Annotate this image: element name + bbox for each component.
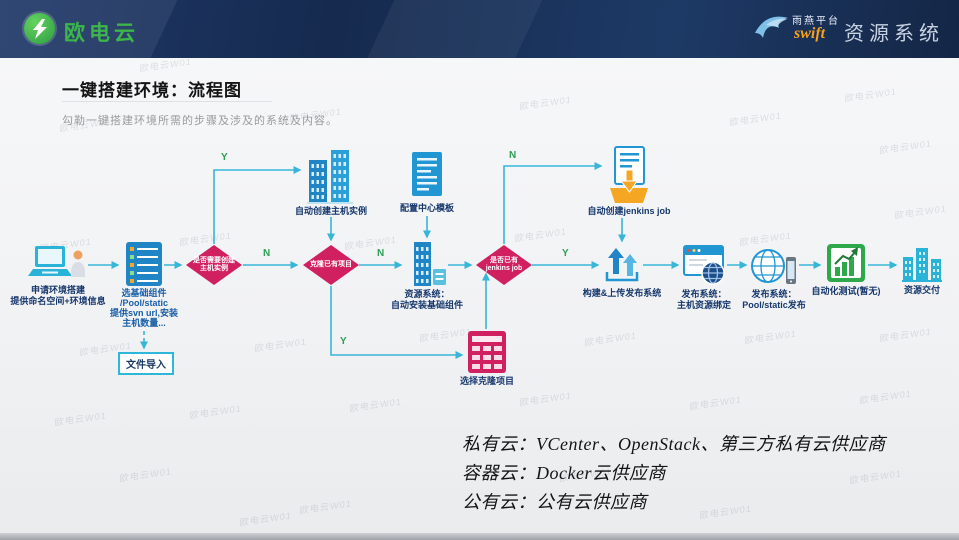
watermark: 欧电云W01 — [54, 410, 108, 428]
branch-label-no: N — [263, 248, 271, 259]
decision-create-host: 是否需要创建 主机实例 — [186, 245, 242, 285]
note-public-cloud: 公有云：公有云供应商 — [462, 492, 647, 512]
node-select-clone-label: 选择克隆项目 — [459, 376, 514, 386]
branch-label-no: N — [509, 150, 517, 161]
watermark: 欧电云W01 — [239, 510, 293, 528]
node-publish-pool-label: 发布系统： Pool/static发布 — [742, 289, 806, 310]
branch-label-yes: Y — [221, 152, 228, 163]
file-import-label: 文件导入 — [126, 360, 166, 371]
branch-label-yes: Y — [562, 248, 569, 259]
platform-name: 雨燕平台 — [792, 16, 840, 27]
swallow-icon — [755, 16, 788, 38]
chart-icon — [827, 244, 865, 282]
watermark: 欧电云W01 — [729, 110, 783, 128]
watermark: 欧电云W01 — [879, 326, 933, 344]
laptop-user-icon — [28, 246, 85, 277]
logo-icon — [24, 13, 55, 44]
clone-table-icon — [468, 331, 506, 373]
watermark: 欧电云W01 — [519, 94, 573, 112]
diamond-shape — [186, 245, 242, 285]
city-buildings-icon — [902, 248, 942, 282]
decision-clone-project: 克隆已有项目 — [303, 245, 359, 285]
watermark: 欧电云W01 — [419, 326, 473, 344]
cloud-notes: 私有云：VCenter、OpenStack、第三方私有云供应商 容器云：Dock… — [462, 430, 885, 517]
branch-label-yes: Y — [340, 336, 347, 347]
node-resource-install-label: 资源系统： 自动安装基础组件 — [390, 289, 463, 310]
slide-subtitle: 勾勒一键搭建环境所需的步骤及涉及的系统及内容。 — [62, 115, 338, 127]
node-publish-bind-label: 发布系统： 主机资源绑定 — [676, 289, 731, 310]
node-auto-test-label: 自动化测试(暂无) — [811, 286, 881, 296]
buildings-icon — [307, 150, 353, 204]
document-icon — [412, 152, 442, 196]
node-auto-create-host-label: 自动创建主机实例 — [294, 206, 367, 216]
watermark: 欧电云W01 — [879, 138, 933, 156]
watermark: 欧电云W01 — [349, 396, 403, 414]
lightning-icon — [32, 18, 47, 39]
watermark: 欧电云W01 — [519, 390, 573, 408]
node-file-import: 文件导入 — [118, 352, 174, 375]
watermark: 欧电云W01 — [744, 328, 798, 346]
title-divider — [62, 101, 272, 102]
slide-title: 一键搭建环境：流程图 — [62, 81, 242, 100]
slide-bottom-edge — [0, 533, 959, 540]
note-private-cloud: 私有云：VCenter、OpenStack、第三方私有云供应商 — [462, 434, 886, 454]
watermark: 欧电云W01 — [254, 336, 308, 354]
decision-jenkins-job-label: 是否已有 jenkins job — [485, 257, 523, 272]
upload-icon — [605, 248, 639, 282]
component-list-icon — [126, 242, 162, 286]
watermark: 欧电云W01 — [189, 403, 243, 421]
watermark: 欧电云W01 — [584, 330, 638, 348]
watermark: 欧电云W01 — [844, 86, 898, 104]
watermark: 欧电云W01 — [894, 203, 948, 221]
note-container-cloud: 容器云：Docker云供应商 — [462, 463, 666, 483]
node-delivery-label: 资源交付 — [903, 285, 940, 295]
node-config-center-label: 配置中心模板 — [399, 203, 454, 213]
node-auto-create-jenkins-label: 自动创建jenkins job — [587, 206, 671, 216]
platform-name-en: swift — [794, 25, 826, 42]
node-select-components-label: 选基础组件 /Pool/static 提供svn url,安装 主机数量... — [109, 288, 178, 328]
browser-globe-icon — [683, 245, 725, 285]
decision-create-host-label: 是否需要创建 主机实例 — [193, 257, 235, 272]
watermark: 欧电云W01 — [514, 226, 568, 244]
node-request-label: 申请环境搭建 提供命名空间+环境信息 — [10, 285, 106, 306]
decision-jenkins-job: 是否已有 jenkins job — [476, 245, 532, 285]
watermark: 欧电云W01 — [119, 466, 173, 484]
server-icon — [414, 242, 446, 286]
watermark: 欧电云W01 — [689, 394, 743, 412]
branch-label-no: N — [377, 248, 385, 259]
jenkins-doc-icon — [610, 146, 648, 203]
watermark: 欧电云W01 — [299, 498, 353, 516]
node-build-upload-label: 构建&上传发布系统 — [582, 288, 662, 298]
logo-text: 欧电云 — [64, 22, 139, 45]
decision-clone-project-label: 克隆已有项目 — [310, 261, 352, 268]
watermark: 欧电云W01 — [859, 388, 913, 406]
header — [0, 0, 959, 58]
globe-phone-icon — [751, 249, 796, 284]
diamond-shape — [476, 245, 532, 285]
diamond-shape — [303, 245, 359, 285]
system-title: 资源系统 — [844, 23, 944, 45]
